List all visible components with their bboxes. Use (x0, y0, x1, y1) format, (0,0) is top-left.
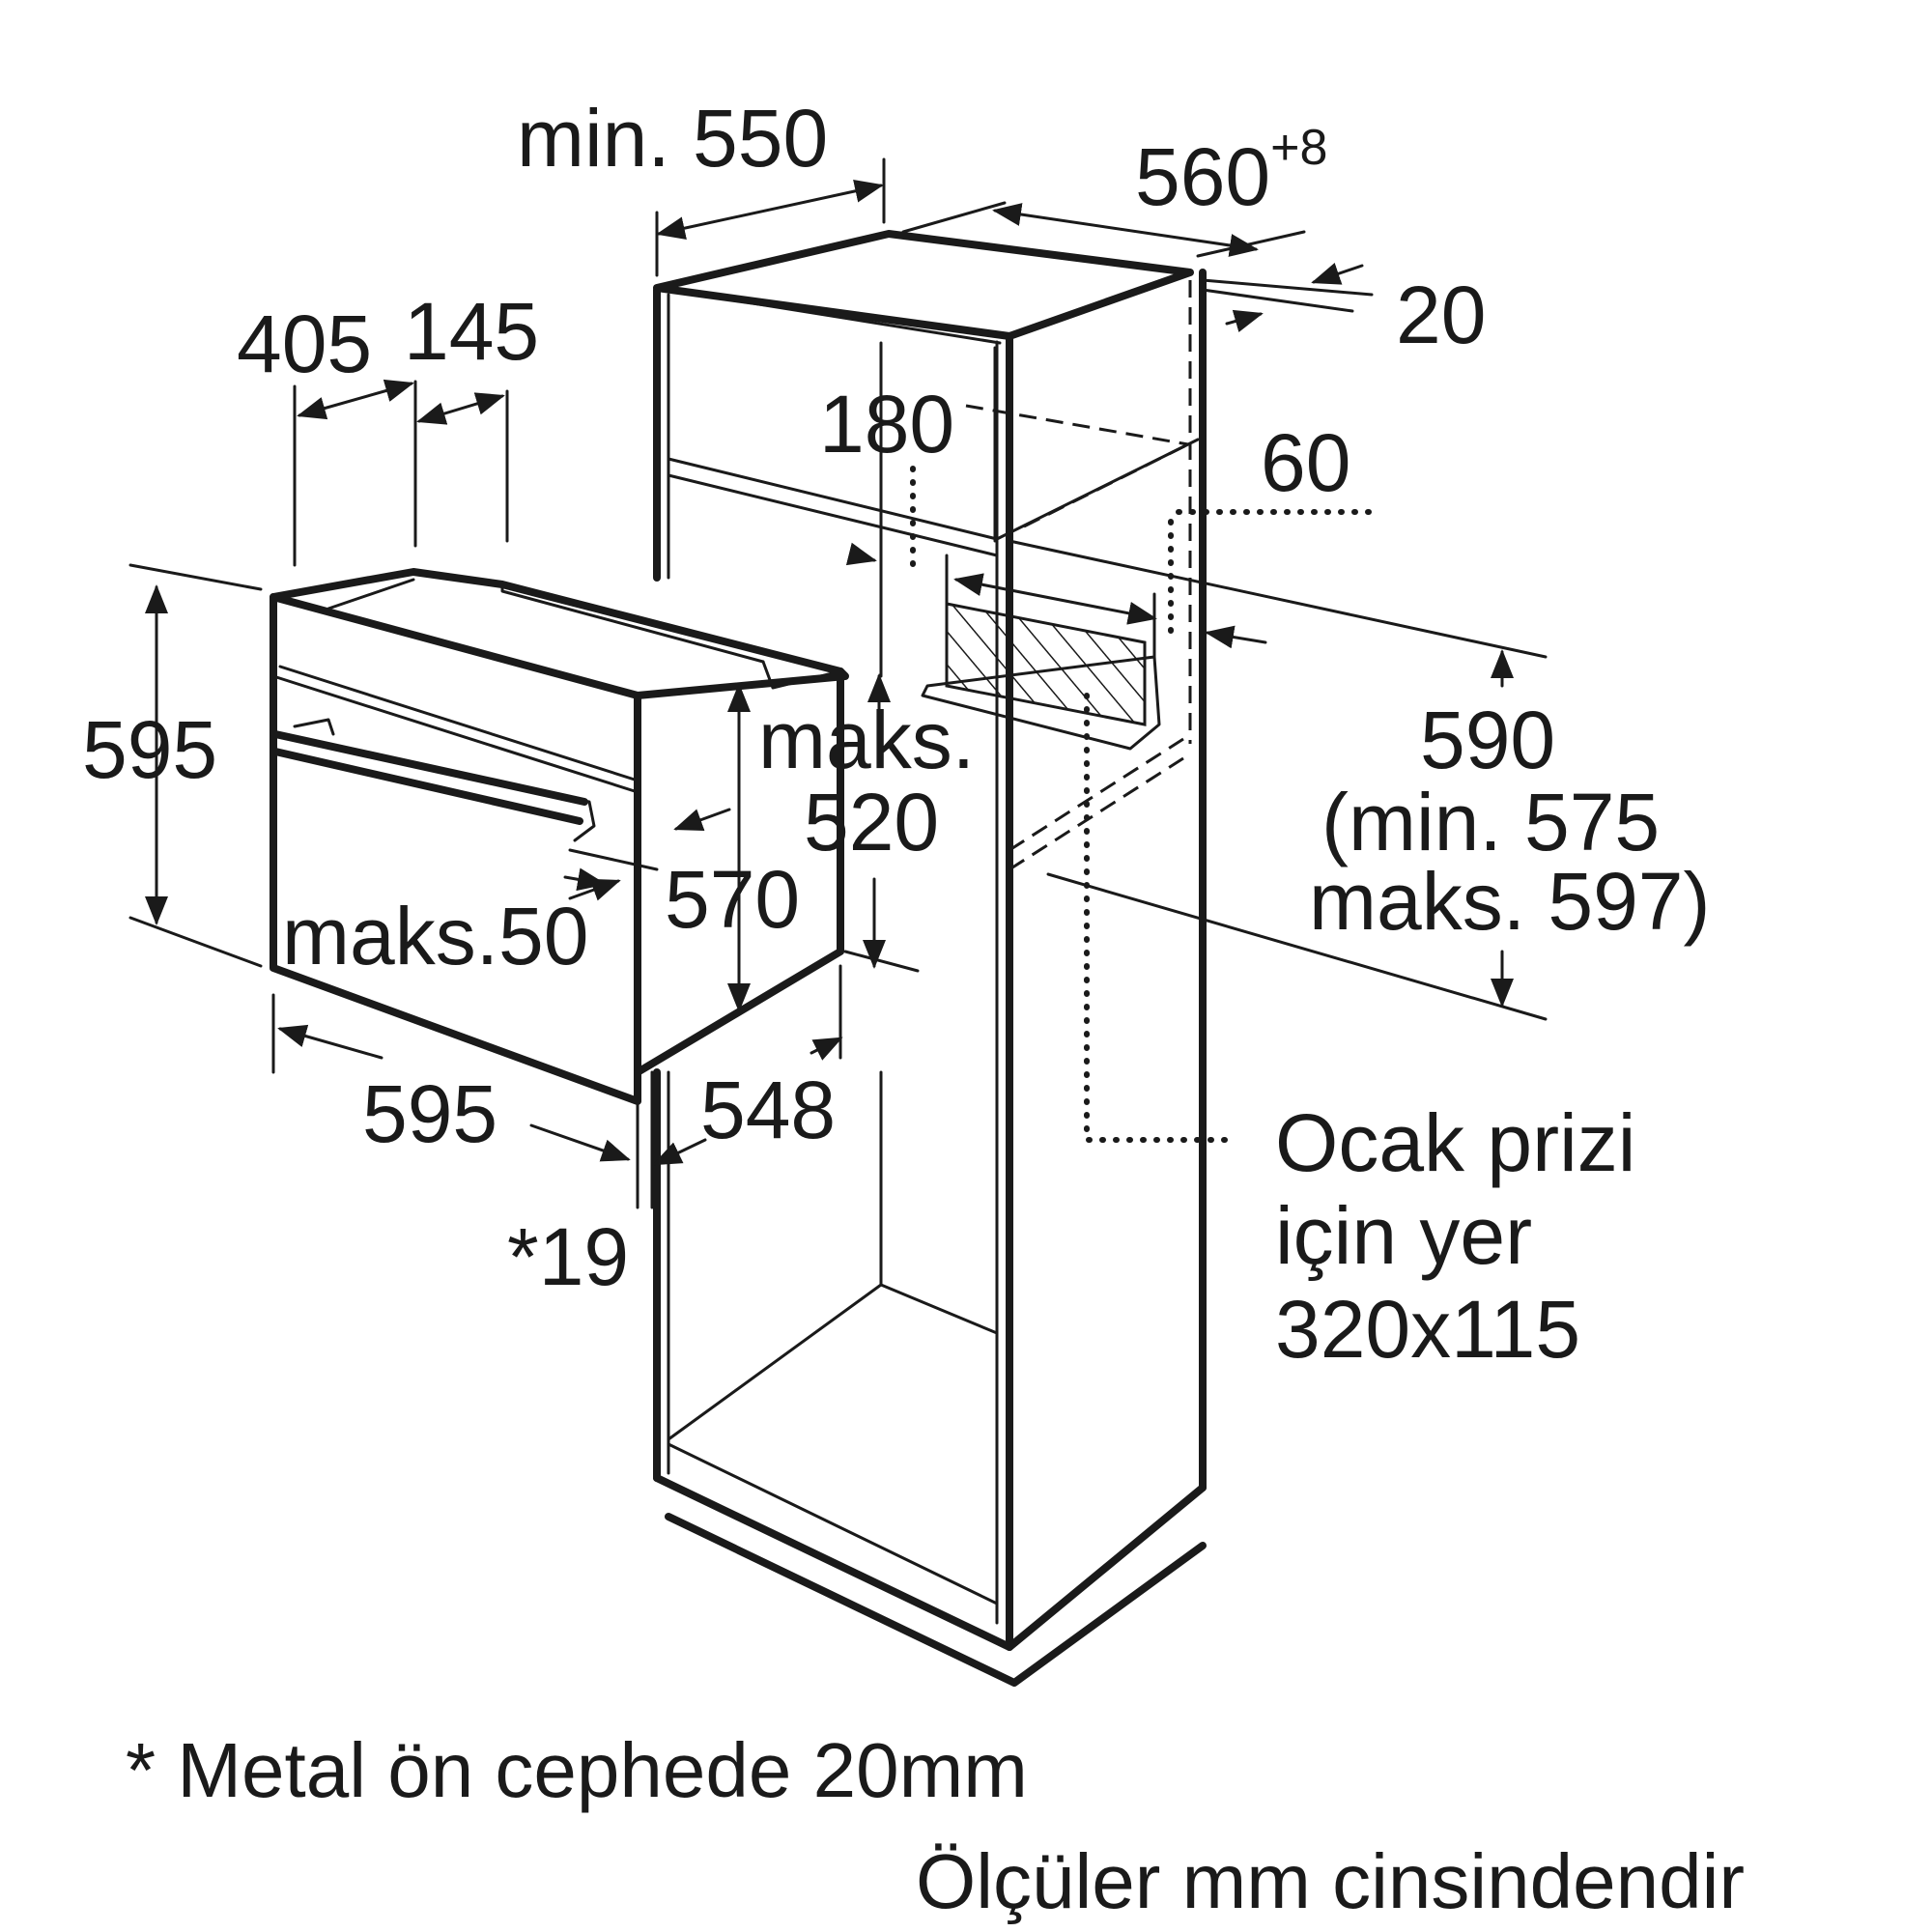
socket-note: Ocak prizi için yer 320x115 (1275, 1097, 1635, 1375)
footnote: * Metal ön cephede 20mm (126, 1727, 1028, 1813)
units-note: Ölçüler mm cinsindendir (916, 1838, 1745, 1924)
label-570: 570 (665, 854, 800, 945)
label-560: 560+8 (1135, 120, 1327, 222)
label-maks: maks. (758, 695, 975, 785)
cabinet-top (653, 230, 1194, 340)
label-590-min: (min. 575 (1321, 777, 1660, 867)
label-548: 548 (700, 1065, 836, 1155)
label-60: 60 (1261, 417, 1350, 508)
label-595-height: 595 (82, 704, 217, 795)
label-180: 180 (819, 379, 954, 469)
label-20: 20 (1396, 270, 1486, 360)
label-405: 405 (237, 298, 372, 389)
label-590-max: maks. 597) (1309, 856, 1711, 947)
cabinet-plinth (653, 1474, 1207, 1651)
label-595-width: 595 (362, 1068, 497, 1159)
dimension-labels: min. 550 560+8 20 405 145 180 60 595 590… (82, 93, 1711, 1302)
label-maks-50: maks.50 (282, 891, 588, 981)
oven-front-panel (270, 593, 641, 1105)
label-145: 145 (404, 286, 539, 377)
socket-note-line1: Ocak prizi (1275, 1097, 1635, 1188)
socket-area (945, 602, 1147, 726)
label-19: *19 (507, 1211, 629, 1302)
oven-handle (271, 730, 588, 806)
label-590: 590 (1420, 695, 1555, 785)
socket-note-line3: 320x115 (1275, 1284, 1580, 1375)
oven-body-side (634, 668, 844, 1076)
label-520: 520 (804, 777, 939, 867)
oven (270, 568, 849, 1200)
oven-control-panel-edge (271, 674, 639, 794)
socket-leader (1084, 693, 1235, 1143)
label-min-550: min. 550 (517, 93, 828, 184)
dimension-lines (128, 157, 1548, 1209)
socket-note-line2: için yer (1275, 1190, 1532, 1281)
